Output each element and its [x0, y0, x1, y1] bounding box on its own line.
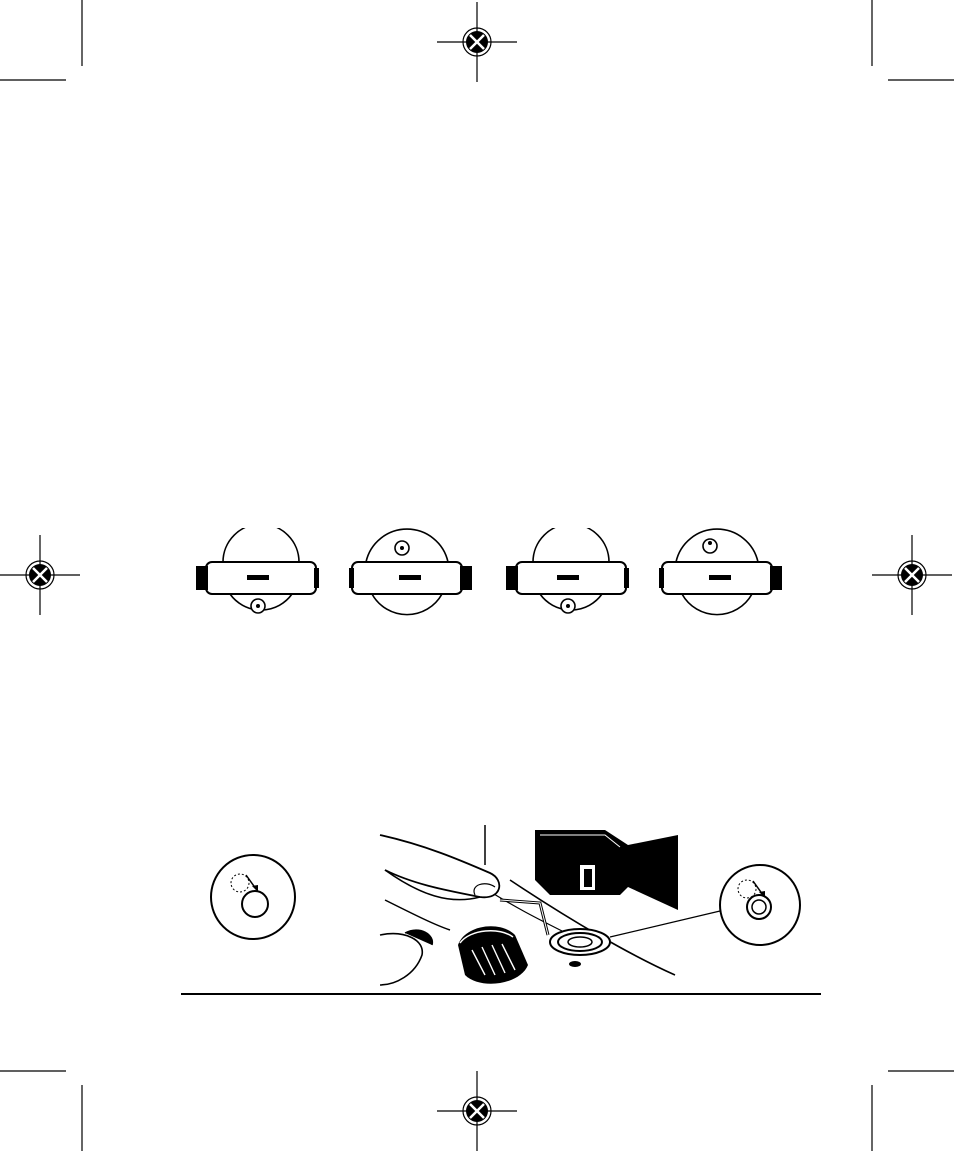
level-view-1 — [196, 528, 319, 613]
level-view-2 — [349, 529, 472, 615]
knurled-knob — [458, 926, 528, 983]
level-view-3 — [506, 528, 629, 613]
hand-with-hex-key — [380, 825, 720, 985]
registration-mark-bottom — [437, 1071, 517, 1151]
hex-key-adjustment-illustration — [210, 825, 820, 990]
registration-mark-top — [437, 2, 517, 82]
bubble-level-illustration — [190, 528, 790, 628]
registration-mark-right — [872, 535, 952, 615]
level-view-4 — [659, 529, 782, 615]
footer-rule — [181, 993, 821, 995]
viewfinder-block — [535, 830, 678, 910]
magnified-bubble-right — [720, 865, 800, 945]
registration-mark-left — [0, 535, 80, 615]
magnified-bubble-left — [211, 855, 295, 939]
bubble-vial — [550, 929, 610, 967]
